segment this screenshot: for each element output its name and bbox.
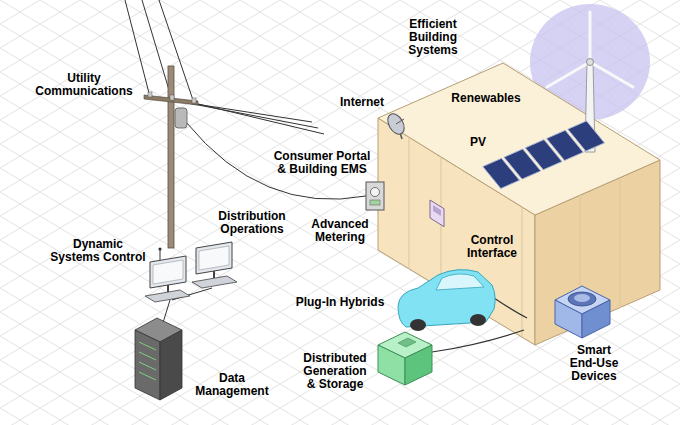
- utility-pole: [168, 66, 174, 248]
- monitor-stand: [167, 285, 169, 292]
- rack-slot: [139, 372, 156, 380]
- meter-dial: [371, 188, 380, 197]
- meter-display: [370, 200, 380, 205]
- building-roof: [378, 63, 660, 215]
- pv-panel: [568, 121, 605, 151]
- rack-slot: [139, 342, 156, 350]
- callout-label: Smart End-Use Devices: [566, 344, 622, 383]
- device-dish: [568, 292, 596, 306]
- car-window: [436, 274, 484, 290]
- smart-meter: [366, 182, 384, 210]
- rack-slots: [139, 342, 156, 380]
- control-interface-screen: [433, 205, 441, 216]
- turbine-hub: [587, 59, 594, 66]
- plug-in-car: [398, 270, 495, 327]
- car-wheel: [410, 319, 426, 331]
- server-rack: [135, 330, 160, 400]
- callout-label: Utility Communications: [32, 72, 136, 98]
- storage-cable: [432, 330, 524, 352]
- monitor-screen: [199, 246, 229, 270]
- device-dish: [574, 294, 590, 302]
- wall-panel-line: [620, 178, 621, 308]
- callout-label: Consumer Portal & Building EMS: [270, 150, 374, 176]
- pv-array: [483, 121, 605, 189]
- insulator: [170, 95, 174, 100]
- power-wire: [125, 0, 312, 122]
- callout-label: Advanced Metering: [308, 218, 372, 244]
- callout-label: Distribution Operations: [215, 210, 289, 236]
- callout-label: PV: [470, 136, 486, 149]
- satellite-dish: [384, 111, 407, 137]
- callout-label: Data Management: [192, 372, 272, 398]
- callout-label: Control Interface: [463, 234, 521, 260]
- callout-label: Internet: [340, 96, 384, 109]
- callout-label: Efficient Building Systems: [404, 18, 462, 57]
- callout-label: Distributed Generation & Storage: [300, 352, 370, 391]
- pole-transformer: [175, 108, 187, 128]
- monitor-screen: [153, 260, 183, 284]
- dish-feed: [396, 119, 404, 124]
- power-wire: [159, 0, 324, 134]
- generator-unit: [378, 345, 405, 385]
- turbine-blade: [547, 62, 590, 87]
- server-rack: [160, 330, 182, 400]
- insulator: [148, 92, 152, 97]
- turbine-blades: [547, 12, 633, 87]
- car-wheel: [470, 314, 486, 326]
- callout-label: Plug-In Hybrids: [296, 296, 385, 309]
- computer-monitor: [196, 242, 232, 274]
- wall-panel-line: [409, 137, 410, 269]
- callout-label: Renewables: [451, 92, 520, 105]
- computer-monitor: [150, 256, 186, 288]
- turbine-blade: [589, 12, 592, 62]
- generator-unit: [405, 345, 432, 385]
- generator-vent: [398, 338, 416, 347]
- monitor-stand: [213, 271, 215, 278]
- charging-cable: [494, 298, 527, 318]
- rack-slot: [139, 352, 156, 360]
- monitor-antenna: [158, 247, 161, 250]
- control-interface-panel: [430, 200, 444, 227]
- keyboard: [192, 276, 237, 288]
- turbine-blade: [590, 62, 633, 87]
- wall-panel-line: [522, 207, 523, 337]
- keyboard: [145, 290, 190, 302]
- rack-slot: [139, 362, 156, 370]
- callout-label: Dynamic Systems Control: [49, 238, 148, 264]
- insulator: [192, 98, 196, 103]
